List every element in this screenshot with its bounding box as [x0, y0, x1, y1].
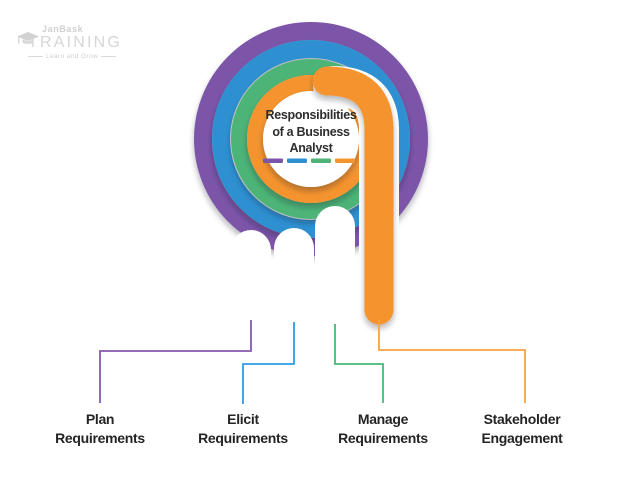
label-manage-line1: Manage [357, 411, 409, 427]
tagline-rule-right [101, 56, 117, 57]
label-elicit-line1: Elicit [227, 411, 259, 427]
label-plan-line1: Plan [85, 411, 115, 427]
label-plan-requirements: Plan Requirements [30, 410, 170, 448]
logo-title-text: TRAINING [28, 34, 123, 51]
label-elicit-line2: Requirements [198, 430, 288, 446]
stakeholder-connector-line [378, 320, 526, 403]
label-plan-line2: Requirements [55, 430, 145, 446]
logo-tagline-text: Learn and Grow [46, 53, 99, 60]
manage-connector-line [334, 324, 384, 403]
label-stakeholder-engagement: Stakeholder Engagement [452, 410, 592, 448]
logo-tagline: Learn and Grow [28, 53, 124, 60]
graduation-cap-icon [17, 32, 39, 44]
label-manage-requirements: Manage Requirements [313, 410, 453, 448]
label-stakeholder-line2: Engagement [481, 430, 563, 446]
legend-dash-blue [287, 158, 307, 163]
legend-dash-green [311, 158, 331, 163]
center-circle [263, 91, 359, 187]
label-stakeholder-line1: Stakeholder [483, 411, 561, 427]
legend-dash-orange [335, 158, 355, 163]
diagram-title-line2: of a Business [272, 124, 350, 139]
legend-dash-purple [263, 158, 283, 163]
diagram-title-line1: Responsibilities [265, 108, 357, 122]
plan-connector-line [99, 320, 252, 403]
diagram-title-line3: Analyst [289, 141, 333, 155]
diagram-title: Responsibilities of a Business Analyst [231, 107, 391, 157]
blue-ring [212, 40, 410, 238]
orange-tail [312, 66, 394, 325]
label-elicit-requirements: Elicit Requirements [173, 410, 313, 448]
label-manage-line2: Requirements [338, 430, 428, 446]
tagline-rule-left [28, 56, 43, 57]
janbask-training-logo: JanBask TRAINING Learn and Grow [14, 24, 124, 60]
elicit-connector-line [242, 322, 295, 404]
logo-brand-text: JanBask [42, 24, 84, 34]
